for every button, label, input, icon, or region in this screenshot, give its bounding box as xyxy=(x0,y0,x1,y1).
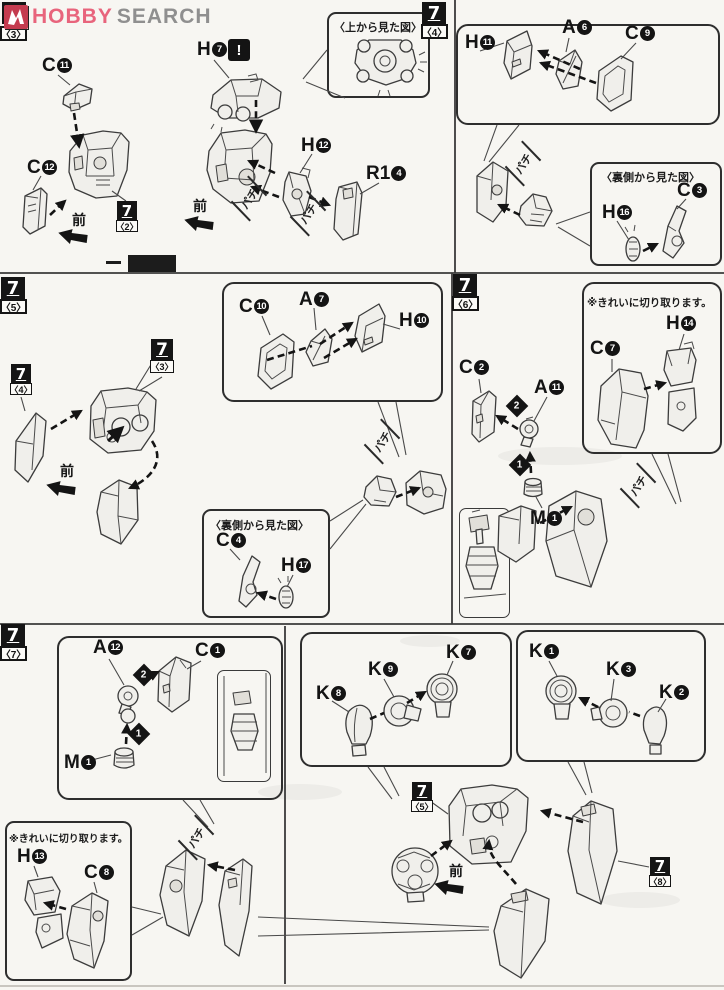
drawing-r14-part xyxy=(333,181,363,241)
step7-cutnote-box xyxy=(5,821,132,981)
drawing-s5-body2 xyxy=(405,470,447,515)
section7-substep-box: 〈7〉 xyxy=(0,646,27,661)
ref-7-2-step-box: 7 xyxy=(117,201,137,220)
snap-mark-s6: パチ xyxy=(618,462,658,509)
drawing-a11-part xyxy=(519,416,539,448)
drawing-s7-leg-left xyxy=(159,849,206,937)
snap-mark-s3a: パチ xyxy=(229,175,269,222)
warning-icon: ! xyxy=(228,39,250,61)
drawing-s4-body xyxy=(476,161,509,223)
drawing-c2-part xyxy=(471,390,497,443)
watermark-hobby-text: HOBBY xyxy=(32,5,113,28)
drawing-br-skirt xyxy=(493,888,550,979)
section4-step-box: 7 xyxy=(422,2,446,24)
section4-substep-box: 〈4〉 xyxy=(421,24,448,39)
order-marker-s6-1: 1 xyxy=(508,453,532,477)
drawing-s3-left-body xyxy=(68,130,130,199)
drawing-h7-backpack xyxy=(210,73,282,133)
ref-7-8-step-box: 7 xyxy=(650,857,670,875)
ref-7-4-step-box: 7 xyxy=(11,364,31,383)
drawing-s5-unit xyxy=(89,387,157,454)
step6-result-inset xyxy=(459,508,510,618)
front-label-br: 前 xyxy=(449,863,463,879)
snap-mark-s4: パチ xyxy=(503,140,543,187)
section6-substep-box: 〈6〉 xyxy=(452,296,479,311)
drawing-c11-part xyxy=(62,83,93,112)
order-marker-s6-2: 2 xyxy=(505,394,529,418)
top-view-title: 〈上から見た図〉 xyxy=(334,22,422,34)
drawing-m1-part xyxy=(523,477,543,498)
drawing-s5-fin xyxy=(14,412,47,483)
print-registration-dash xyxy=(106,261,121,264)
snap-mark-s7: パチ xyxy=(176,814,216,861)
snap-mark-s3b: パチ xyxy=(288,190,328,237)
drawing-s4-hand xyxy=(518,193,553,227)
drawing-br-ball-joint xyxy=(391,847,439,903)
front-label-s5: 前 xyxy=(60,463,74,479)
watermark-search-text: SEARCH xyxy=(116,5,212,28)
drawing-s7-leg-right xyxy=(218,858,253,957)
hobbysearch-logo-icon xyxy=(4,5,28,29)
step4-parts-bubble xyxy=(456,24,720,125)
ref-7-3-substep-box: 〈3〉 xyxy=(150,360,174,373)
section5-substep-box: 〈5〉 xyxy=(0,299,27,314)
hobbysearch-watermark: HOBBY SEARCH xyxy=(4,5,212,29)
drawing-br-shin xyxy=(567,800,618,905)
step7-result-inset xyxy=(217,670,271,782)
ref-7-5-step-box: 7 xyxy=(412,782,432,800)
section5-step-box: 7 xyxy=(1,277,25,299)
drawing-s6-shin xyxy=(545,490,608,588)
front-label-s3b: 前 xyxy=(193,198,207,214)
ref-7-5-substep-box: 〈5〉 xyxy=(410,800,434,812)
ref-7-2-substep-box: 〈2〉 xyxy=(115,220,139,232)
ref-7-4-substep-box: 〈4〉 xyxy=(9,383,33,395)
section6-step-box: 7 xyxy=(453,274,477,296)
print-registration-bar xyxy=(128,255,176,272)
step6-cut-note: ※きれいに切り取ります。 xyxy=(587,297,712,309)
drawing-br-unit xyxy=(448,784,529,865)
ref-7-3-step-box: 7 xyxy=(151,339,173,360)
drawing-c12-part xyxy=(22,187,48,235)
section7-step-box: 7 xyxy=(1,624,25,646)
front-label-s3a: 前 xyxy=(72,212,86,228)
ref-7-8-substep-box: 〈8〉 xyxy=(648,875,672,887)
drawing-s5-hand xyxy=(363,475,397,507)
snap-mark-s5: パチ xyxy=(362,418,402,465)
step7-cut-note: ※きれいに切り取ります。 xyxy=(9,834,128,845)
drawing-s5-crotch xyxy=(96,479,139,545)
